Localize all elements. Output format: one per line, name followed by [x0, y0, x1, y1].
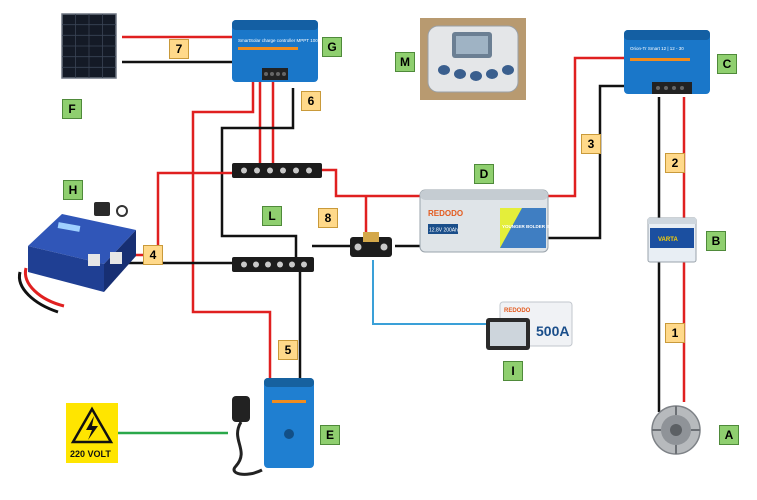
high-voltage-warning-icon: 220 VOLT	[66, 403, 118, 463]
shunt-icon	[350, 232, 392, 257]
wire-8-positive-busbar	[320, 168, 420, 198]
shore-charger-icon	[232, 378, 314, 476]
wire-3-negative	[548, 84, 626, 240]
battery-slogan-text: YOUNGER BOLDER STRONGER	[502, 224, 573, 229]
battery-monitor-icon: REDODO 500A	[486, 301, 573, 350]
wire-6-negative	[220, 88, 298, 258]
component-label-g: G	[322, 37, 342, 57]
lithium-battery-icon: YOUNGER BOLDER STRONGER REDODO 12.8V 200…	[419, 189, 573, 253]
wire-label-5: 5	[278, 340, 298, 360]
wire-label-7: 7	[169, 39, 189, 59]
battery-spec-text: 12.8V 200Ah	[429, 228, 458, 234]
wire-label-2: 2	[665, 153, 685, 173]
alternator-icon	[651, 405, 701, 455]
wire-label-6: 6	[301, 91, 321, 111]
wire-3-positive	[545, 56, 624, 198]
battery-brand-text: REDODO	[428, 209, 463, 218]
wire-label-1: 1	[665, 323, 685, 343]
starter-battery-icon: VARTA	[647, 217, 697, 263]
component-label-d: D	[474, 164, 494, 184]
component-label-i: I	[503, 361, 523, 381]
component-label-f: F	[62, 99, 82, 119]
dc-dc-label-text: Orion-Tr Smart 12 | 12 - 30	[630, 46, 684, 51]
monitor-data-line	[372, 260, 486, 325]
component-label-e: E	[320, 425, 340, 445]
mppt-label-text: SmartSolar charge controller MPPT 100 | …	[238, 38, 327, 43]
wire-label-4: 4	[143, 245, 163, 265]
monitor-brand-text: REDODO	[504, 308, 531, 314]
wires	[118, 35, 686, 435]
warning-voltage-text: 220 VOLT	[70, 449, 111, 459]
component-label-c: C	[717, 54, 737, 74]
wire-4-positive	[120, 171, 232, 257]
solar-panel-icon	[61, 13, 117, 79]
starter-battery-brand-text: VARTA	[658, 237, 678, 243]
wire-5-positive-loop	[191, 82, 272, 378]
dc-dc-charger-icon: Orion-Tr Smart 12 | 12 - 30	[624, 30, 710, 94]
monitor-rating-text: 500A	[536, 323, 569, 339]
control-panel-icon	[420, 18, 526, 100]
component-label-m: M	[395, 52, 415, 72]
component-label-b: B	[706, 231, 726, 251]
inverter-icon	[17, 202, 136, 314]
component-label-h: H	[63, 180, 83, 200]
wire-label-3: 3	[581, 134, 601, 154]
mppt-controller-icon: SmartSolar charge controller MPPT 100 | …	[232, 20, 327, 82]
busbar-negative-icon	[232, 257, 314, 272]
busbar-positive-icon	[232, 163, 322, 178]
component-label-l: L	[262, 206, 282, 226]
component-label-a: A	[719, 425, 739, 445]
wire-label-8: 8	[318, 208, 338, 228]
